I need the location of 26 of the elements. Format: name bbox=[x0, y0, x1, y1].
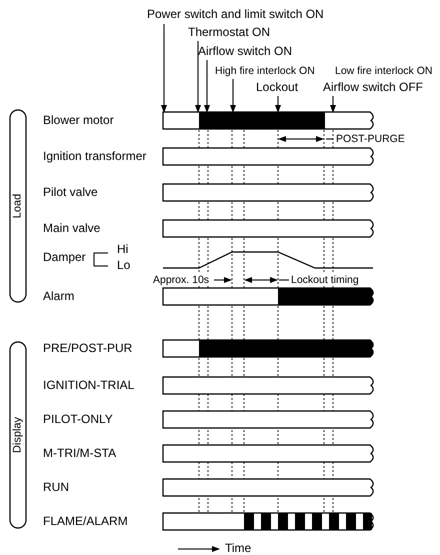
signal-label: RUN bbox=[43, 480, 69, 495]
level-label: Lo bbox=[117, 258, 130, 273]
duration-label: Lockout timing bbox=[291, 274, 359, 286]
axis-label: Time bbox=[225, 542, 252, 555]
signal-label: PILOT-ONLY bbox=[43, 412, 113, 427]
signal-label: Alarm bbox=[43, 290, 74, 304]
signal-label: PRE/POST-PUR bbox=[43, 342, 132, 356]
event-label: Airflow switch OFF bbox=[323, 80, 424, 95]
event-label: Power switch and limit switch ON bbox=[147, 8, 324, 22]
signal-label: M-TRI/M-STA bbox=[43, 446, 116, 461]
event-label: Low fire interlock ON bbox=[335, 64, 432, 77]
signal-label: Ignition transformer bbox=[43, 150, 146, 164]
level-label: Hi bbox=[117, 242, 128, 257]
signal-label: Main valve bbox=[43, 222, 100, 236]
event-label: Thermostat ON bbox=[188, 26, 270, 40]
signal-label: Pilot valve bbox=[43, 186, 98, 200]
signal-label: Blower motor bbox=[43, 114, 114, 128]
signal-label: IGNITION-TRIAL bbox=[43, 378, 134, 393]
signal-label: FLAME/ALARM bbox=[43, 514, 128, 529]
group-label: Display bbox=[12, 414, 24, 456]
phase-label: POST-PURGE bbox=[336, 132, 405, 145]
event-label: High fire interlock ON bbox=[215, 64, 315, 77]
event-label: Airflow switch ON bbox=[198, 44, 292, 59]
duration-label: Approx. 10s bbox=[153, 274, 210, 286]
signal-label: Damper bbox=[43, 250, 86, 265]
event-label: Lockout bbox=[256, 80, 298, 95]
